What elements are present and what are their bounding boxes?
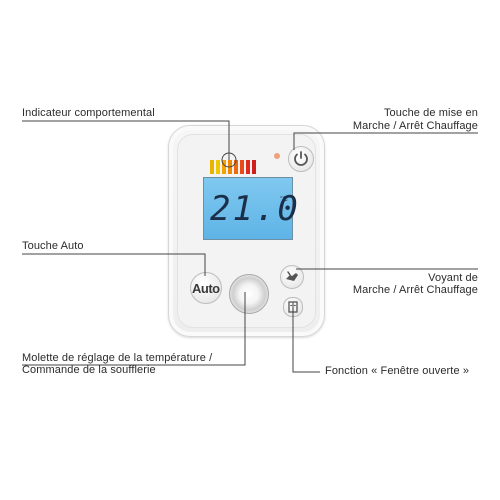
auto-button[interactable]: Auto [190,272,222,304]
temperature-unit: °C [280,196,288,203]
label-heating-indicator-line2: Marche / Arrêt Chauffage [352,284,478,296]
label-auto-button: Touche Auto [22,240,84,252]
hand-icon [286,271,298,281]
indicator-bar [246,160,250,174]
indicator-bar [240,160,244,174]
power-button[interactable] [288,146,314,172]
label-behavior-indicator: Indicateur comportemental [22,107,155,119]
indicator-bar [222,160,226,174]
indicator-bar [234,160,238,174]
label-power-button-line1: Touche de mise en [383,107,478,119]
label-power-button-line2: Marche / Arrêt Chauffage [352,120,478,132]
temperature-dial[interactable] [229,274,269,314]
label-heating-indicator-line1: Voyant de [428,272,478,284]
indicator-bar [252,160,256,174]
label-dial-line2: Commande de la soufflerie [22,364,156,376]
indicator-bar [210,160,214,174]
temperature-readout: 21.0 [210,189,300,229]
auto-button-label: Auto [192,281,220,296]
lcd-screen: 21.0 °C [203,177,298,240]
label-dial-line1: Molette de réglage de la température / [22,352,213,364]
power-icon [294,151,308,166]
heating-led [274,153,280,159]
label-open-window: Fonction « Fenêtre ouverte » [325,365,470,377]
indicator-bar [216,160,220,174]
